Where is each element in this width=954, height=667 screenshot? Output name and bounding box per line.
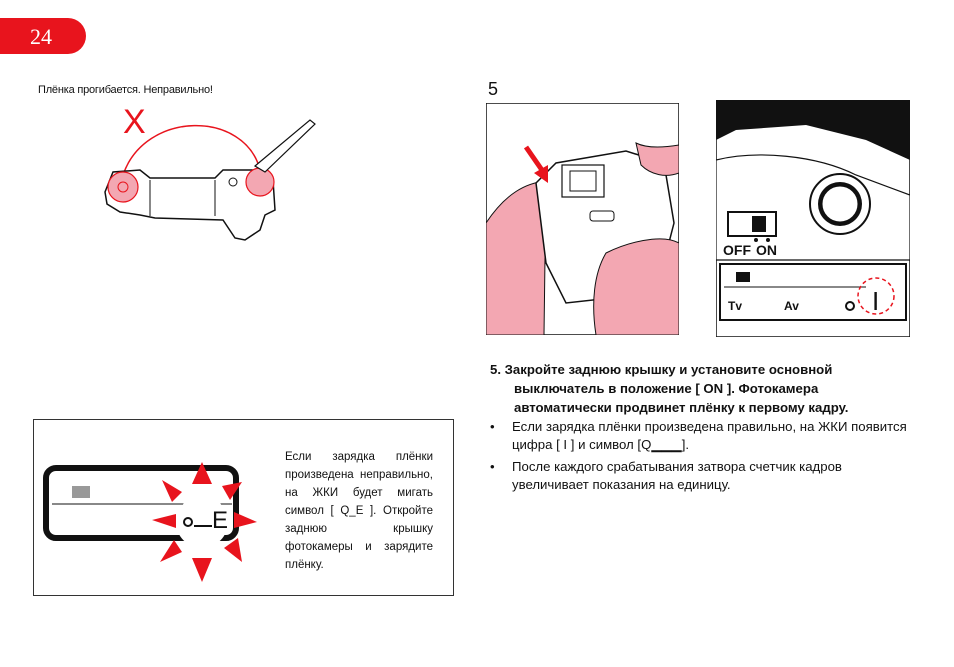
- pointer-tool: [253, 119, 316, 173]
- lcd-tv-label: Tv: [728, 299, 742, 313]
- film-bent-illustration: X: [104, 103, 316, 241]
- warning-box: [33, 419, 454, 596]
- film-load-symbol: [183, 517, 193, 527]
- step-instruction: 5. Закройте заднюю крышку и установите о…: [490, 360, 910, 417]
- step-line-1: 5. Закройте заднюю крышку и установите о…: [490, 362, 833, 377]
- bullet-text: Если зарядка плёнки произведена правильн…: [512, 419, 907, 452]
- film-load-symbol: [845, 301, 855, 311]
- lcd-panel: [719, 263, 907, 321]
- page-number: 24: [30, 24, 52, 49]
- switch-off-label: OFF: [723, 242, 751, 258]
- bullet-dot: •: [490, 419, 495, 434]
- error-symbol: E: [212, 507, 228, 534]
- incorrect-loading-caption: Плёнка прогибается. Неправильно!: [38, 84, 213, 96]
- list-item: • Если зарядка плёнки произведена правил…: [490, 418, 920, 454]
- takeup-spool: [245, 167, 275, 197]
- step-line-2: выключатель в положение [ ON ]. Фотокаме…: [514, 381, 819, 396]
- notes-list: • Если зарядка плёнки произведена правил…: [490, 418, 920, 498]
- lcd-av-label: Av: [784, 299, 799, 313]
- bullet-text: После каждого срабатывания затвора счетч…: [512, 459, 842, 492]
- closing-back-cover-illustration: [486, 103, 679, 335]
- warning-text: Если зарядка плёнки произведена неправил…: [285, 451, 433, 571]
- switch-on-label: ON: [756, 242, 777, 258]
- wrong-mark: X: [123, 103, 146, 141]
- blinking-lcd-illustration: E: [43, 462, 257, 582]
- main-switch-lcd-illustration: OFF ON Tv Av I: [716, 100, 910, 337]
- frame-counter: I: [872, 286, 879, 316]
- page-number-tab: [0, 18, 86, 54]
- step-number: 5: [488, 79, 499, 99]
- counter-highlight: [857, 277, 895, 315]
- bullet-dot: •: [490, 459, 495, 474]
- list-item: • После каждого срабатывания затвора сче…: [490, 458, 920, 494]
- step-line-3: автоматически продвинет плёнку к первому…: [514, 400, 849, 415]
- blink-burst-icon: [152, 462, 257, 582]
- film-cartridge: [107, 171, 139, 203]
